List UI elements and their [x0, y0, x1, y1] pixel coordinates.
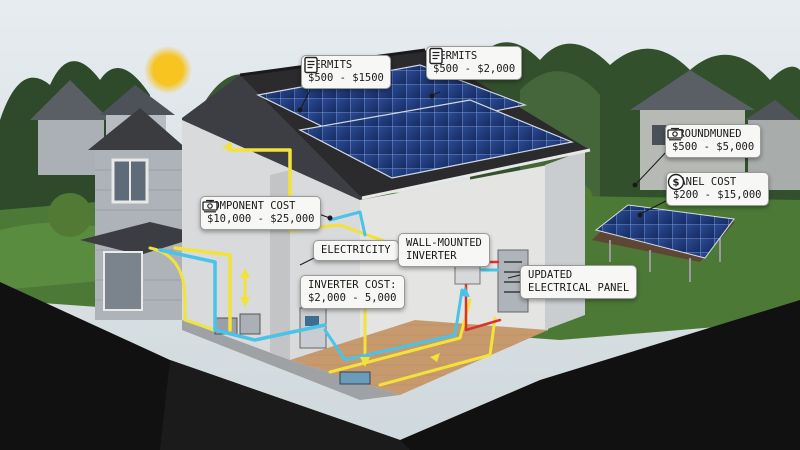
ground-mounted-value: $500 - $5,000	[672, 141, 755, 153]
permits-right-value: $500 - $2,000	[433, 63, 516, 75]
ground-mounted-title: GROUNDMUNED	[672, 128, 742, 140]
inverter-cost-line2: $2,000 - 5,000	[308, 292, 397, 304]
component-cost-value: $10,000 - $25,000	[207, 213, 315, 225]
component-cost-callout: COMPONENT COST$10,000 - $25,000	[200, 196, 322, 230]
permits-right-callout: PERMITS$500 - $2,000	[426, 46, 523, 80]
panel-cost-title: PANEL COST	[673, 176, 737, 188]
permits-right-title: PERMITS	[433, 50, 478, 62]
electricity-title: ELECTRICITY	[321, 244, 391, 256]
dollar-coin-icon: $	[667, 173, 685, 191]
sun-core	[155, 57, 181, 83]
wall-inverter-line1: WALL-MOUNTED	[406, 237, 482, 249]
inverter-cost-line1: INVERTER COST:	[308, 279, 397, 291]
permits-left-callout: PERMITS$500 - $1500	[301, 55, 391, 89]
ground-mounted-array	[592, 204, 735, 282]
electrical-panel-line2: ELECTRICAL PANEL	[528, 282, 630, 294]
component-cost-title: COMPONENT COST	[207, 200, 296, 212]
cash-stack-icon	[667, 127, 683, 141]
document-icon	[429, 47, 443, 65]
inverter-cost-callout: INVERTER COST:$2,000 - 5,000	[300, 275, 405, 309]
cash-stack-icon	[202, 199, 218, 213]
panel-cost-callout: $ PANEL COST$200 - $15,000	[666, 172, 769, 206]
document-icon	[304, 56, 318, 74]
electricity-callout: ELECTRICITY	[313, 240, 399, 261]
permits-left-title: PERMITS	[308, 59, 353, 71]
electrical-panel-line1: UPDATED	[528, 269, 573, 281]
ground-mounted-callout: GROUNDMUNED$500 - $5,000	[665, 124, 762, 158]
wall-inverter-line2: INVERTER	[406, 250, 457, 262]
panel-cost-value: $200 - $15,000	[673, 189, 762, 201]
permits-left-value: $500 - $1500	[308, 72, 384, 84]
svg-text:$: $	[673, 178, 680, 189]
